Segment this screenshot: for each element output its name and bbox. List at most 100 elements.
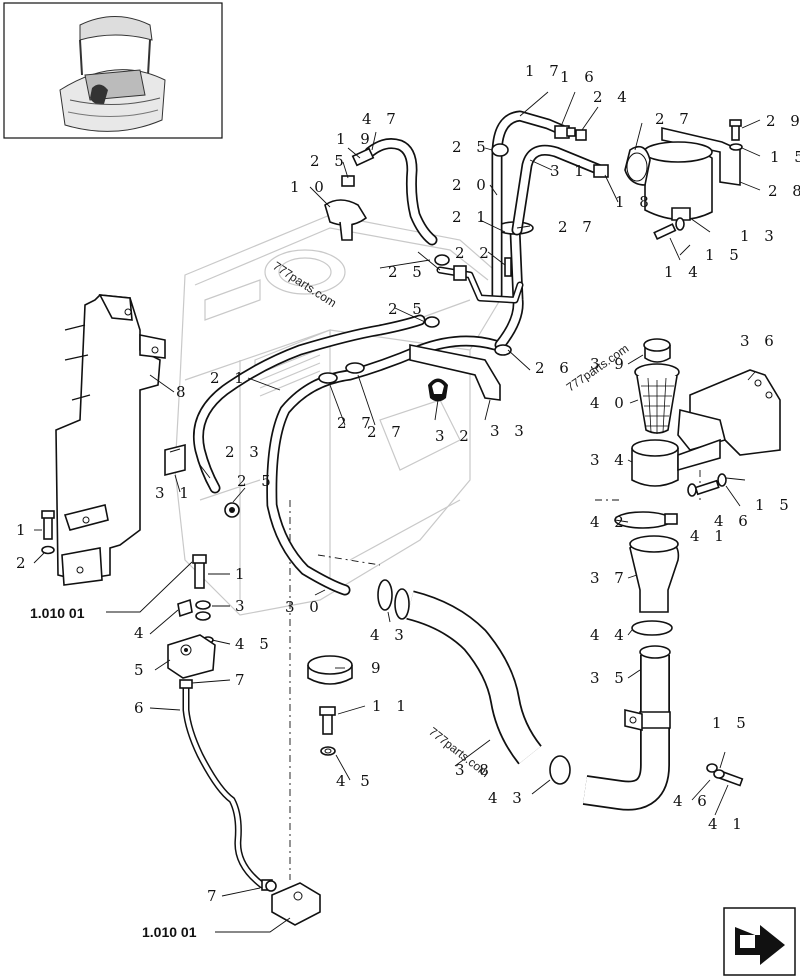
- reference-label-bottom: 1.010 01: [142, 924, 197, 940]
- callout-22: 2 2: [455, 244, 494, 262]
- hose-part-31: [511, 144, 606, 236]
- callout-47: 4 7: [362, 110, 401, 128]
- ref-leader-bottom: [215, 917, 291, 933]
- callout-25e: 2 5: [237, 472, 276, 490]
- callout-21b: 2 1: [210, 369, 249, 387]
- callout-35: 3 5: [590, 669, 629, 687]
- reference-label-top: 1.010 01: [30, 605, 85, 621]
- callout-46a: 4 6: [714, 512, 753, 530]
- callout-19: 1 9: [336, 130, 375, 148]
- bolt-part-29: [729, 119, 743, 151]
- callout-31b: 3 1: [155, 484, 194, 502]
- callout-41b: 4 1: [708, 815, 747, 833]
- bolt-part-1: [41, 510, 55, 555]
- callout-38: 3 8: [455, 761, 494, 779]
- pipe-part-35: [582, 645, 671, 811]
- fitting-part-19: [351, 147, 375, 167]
- clip-part-25c: [434, 254, 450, 266]
- callout-6: 6: [134, 699, 149, 717]
- callout-45b: 4 5: [336, 772, 375, 790]
- tee-part-22: [436, 257, 524, 304]
- centre-line-2: [317, 554, 381, 566]
- callout-1b: 1: [235, 565, 250, 583]
- callout-9: 9: [371, 659, 386, 677]
- callout-21a: 2 1: [452, 208, 491, 226]
- fuel-pipe-part-6: [179, 679, 273, 891]
- callout-32: 3 2: [435, 427, 474, 445]
- callout-16: 1 6: [560, 68, 599, 86]
- clamp-part-43b: [549, 755, 571, 785]
- callout-27d: 2 7: [367, 423, 406, 441]
- next-page-arrow-icon[interactable]: [723, 907, 796, 976]
- tank-flange-part-31b: [164, 443, 186, 477]
- callout-15c: 1 5: [755, 496, 794, 514]
- filler-cap-part-39: [643, 338, 671, 363]
- bolt-part-11: [319, 706, 336, 735]
- machine-overview-icon: [59, 16, 166, 132]
- callout-31a: 3 1: [550, 162, 589, 180]
- funnel-part-37: [629, 535, 680, 613]
- callout-43b: 4 3: [488, 789, 527, 807]
- separator-part-13: [624, 126, 741, 221]
- callout-46b: 4 6: [673, 792, 712, 810]
- union-part-16: [554, 125, 576, 139]
- callout-44: 4 4: [590, 626, 629, 644]
- strainer-part-40: [634, 363, 680, 434]
- callout-29: 2 9: [766, 112, 800, 130]
- hose-part-30: [266, 335, 501, 596]
- callout-7a: 7: [235, 671, 250, 689]
- callout-8: 8: [176, 383, 191, 401]
- callout-28: 2 8: [768, 182, 800, 200]
- bolt-part-14: [653, 217, 685, 241]
- callout-3: 3: [235, 597, 250, 615]
- callout-25d: 2 5: [388, 300, 427, 318]
- hose-part-38: [394, 588, 542, 765]
- clamp-part-44: [631, 620, 673, 636]
- bracket-part-33: [409, 344, 501, 401]
- callout-25b: 2 5: [452, 138, 491, 156]
- adapter-block-part-5: [167, 634, 216, 679]
- callout-13: 1 3: [740, 227, 779, 245]
- callout-25a: 2 5: [310, 152, 349, 170]
- bolt-part-41a: [687, 473, 727, 497]
- fuel-tank-ghost: [174, 214, 501, 616]
- callout-14: 1 4: [664, 263, 703, 281]
- bolt-part-41b: [706, 763, 744, 787]
- callout-27a: 2 7: [558, 218, 597, 236]
- callout-42: 4 2: [590, 513, 629, 531]
- washer-part-45b: [320, 746, 336, 756]
- callout-45: 4 5: [235, 635, 274, 653]
- callout-15a: 1 5: [705, 246, 744, 264]
- callout-23: 2 3: [225, 443, 264, 461]
- hose-part-47: [364, 138, 438, 246]
- ferrule-part-7b: [265, 880, 277, 892]
- leader-lines: [33, 91, 761, 897]
- hose-part-21-23: [192, 314, 426, 494]
- callout-24: 2 4: [593, 88, 632, 106]
- callout-2: 2: [16, 554, 31, 572]
- callout-10: 1 0: [290, 178, 329, 196]
- callout-41a: 4 1: [690, 527, 729, 545]
- callout-33: 3 3: [490, 422, 529, 440]
- callout-5: 5: [134, 661, 149, 679]
- callout-26: 2 6: [535, 359, 574, 377]
- callout-40: 4 0: [590, 394, 629, 412]
- callout-15b: 1 5: [770, 148, 800, 166]
- bracket-part-36: [677, 369, 781, 456]
- clip-part-32: [428, 378, 448, 402]
- callout-18: 1 8: [615, 193, 654, 211]
- callout-43a: 4 3: [370, 626, 409, 644]
- callout-27c: 2 7: [337, 414, 376, 432]
- vent-valve-part-10: [324, 199, 368, 241]
- hose-part-21b: [494, 224, 524, 351]
- bracket-part-8: [55, 294, 166, 586]
- callout-4: 4: [134, 624, 149, 642]
- ref-leader-top: [106, 561, 193, 613]
- cap-part-9: [307, 655, 353, 685]
- callout-1: 1: [16, 521, 31, 539]
- union-part-18: [593, 164, 609, 178]
- nut-part-25a: [341, 175, 355, 187]
- clip-part-25b: [491, 143, 509, 157]
- callout-30: 3 0: [285, 598, 324, 616]
